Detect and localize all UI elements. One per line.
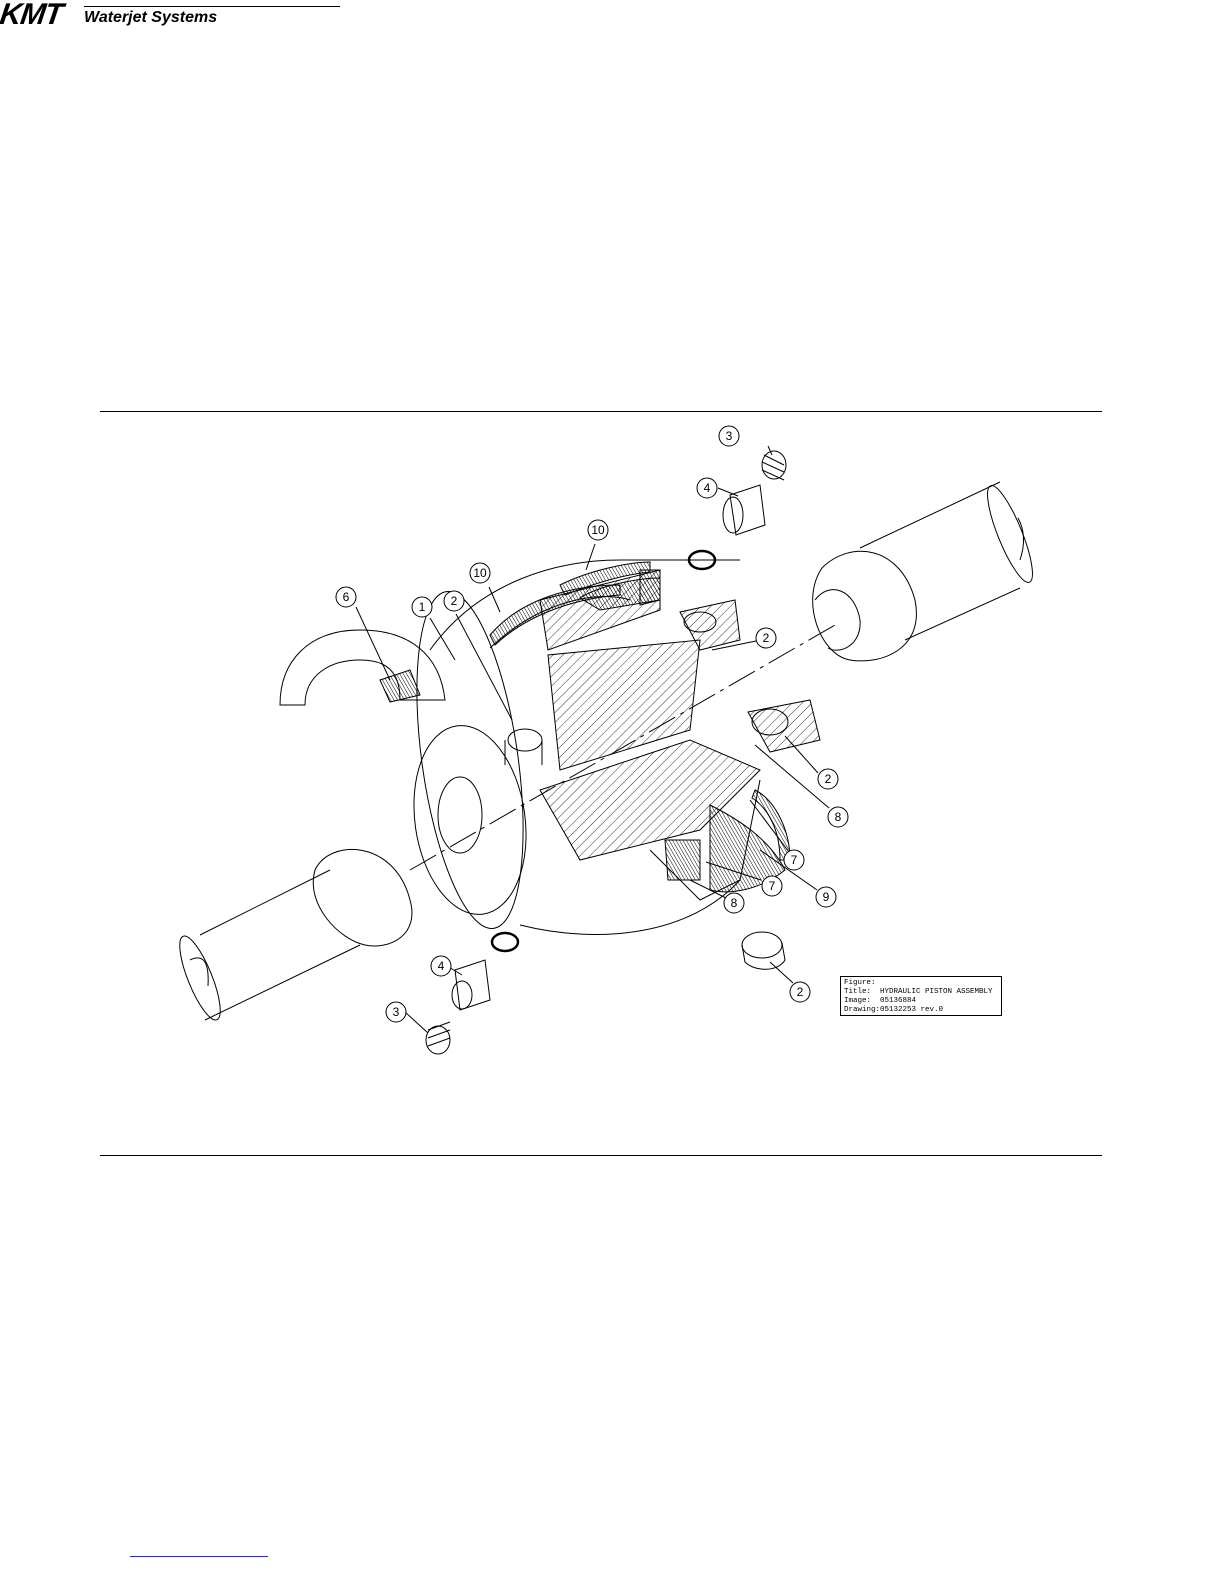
footer-rule xyxy=(100,1155,1102,1156)
callout-9: 9 xyxy=(816,887,836,907)
svg-text:4: 4 xyxy=(438,959,445,973)
drawing-title-block: Figure: Title:HYDRAULIC PISTON ASSEMBLY … xyxy=(840,976,1002,1016)
callout-1: 1 xyxy=(412,597,432,617)
drawing-value: 05132253 rev.0 xyxy=(880,1006,943,1014)
figure-label: Figure: xyxy=(844,979,876,987)
svg-text:9: 9 xyxy=(823,890,830,904)
svg-text:2: 2 xyxy=(797,985,804,999)
callout-2: 2 xyxy=(444,591,464,611)
svg-text:7: 7 xyxy=(769,879,776,893)
drawing-line: Drawing:05132253 rev.0 xyxy=(844,1006,998,1015)
image-value: 05136884 xyxy=(880,997,916,1005)
callout-7: 7 xyxy=(784,850,804,870)
callout-4: 4 xyxy=(697,478,717,498)
svg-text:3: 3 xyxy=(393,1005,400,1019)
image-label: Image: xyxy=(844,997,880,1006)
callout-10: 10 xyxy=(470,563,490,583)
svg-text:2: 2 xyxy=(451,594,458,608)
callout-3: 3 xyxy=(719,426,739,446)
figure-line: Figure: xyxy=(844,979,998,988)
o-ring-bottom xyxy=(492,933,518,951)
callout-2: 2 xyxy=(818,769,838,789)
svg-text:4: 4 xyxy=(704,481,711,495)
check-valve-top xyxy=(723,451,786,535)
svg-text:2: 2 xyxy=(763,631,770,645)
callout-8: 8 xyxy=(724,893,744,913)
callout-7: 7 xyxy=(762,876,782,896)
svg-text:10: 10 xyxy=(473,566,487,580)
callout-6: 6 xyxy=(336,587,356,607)
callout-2: 2 xyxy=(790,982,810,1002)
svg-text:8: 8 xyxy=(835,810,842,824)
callout-4: 4 xyxy=(431,956,451,976)
callout-8: 8 xyxy=(828,807,848,827)
callout-3: 3 xyxy=(386,1002,406,1022)
svg-text:7: 7 xyxy=(791,853,798,867)
title-value: HYDRAULIC PISTON ASSEMBLY xyxy=(880,988,993,996)
callout-2: 2 xyxy=(756,628,776,648)
svg-text:6: 6 xyxy=(343,590,350,604)
title-line: Title:HYDRAULIC PISTON ASSEMBLY xyxy=(844,988,998,997)
footer-link-underline[interactable] xyxy=(130,1556,268,1557)
svg-text:10: 10 xyxy=(591,523,605,537)
svg-text:3: 3 xyxy=(726,429,733,443)
left-piston-rod xyxy=(172,849,412,1024)
right-piston-rod xyxy=(813,481,1041,661)
title-label: Title: xyxy=(844,988,880,997)
svg-text:8: 8 xyxy=(731,896,738,910)
image-line: Image:05136884 xyxy=(844,997,998,1006)
svg-text:2: 2 xyxy=(825,772,832,786)
callout-10: 10 xyxy=(588,520,608,540)
drawing-label: Drawing: xyxy=(844,1006,880,1015)
svg-text:1: 1 xyxy=(419,600,426,614)
